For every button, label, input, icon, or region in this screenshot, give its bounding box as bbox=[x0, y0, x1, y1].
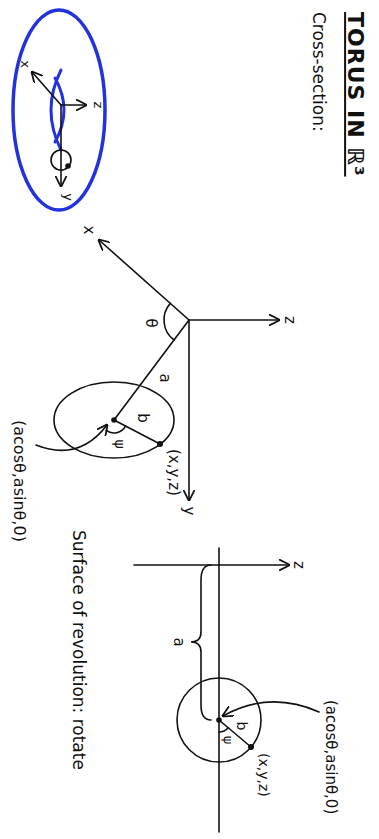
axis-label: x bbox=[18, 60, 32, 68]
axis-label: y bbox=[181, 507, 198, 516]
title: TORUS IN ℝ³ bbox=[343, 12, 367, 177]
point-label: (acosθ,asinθ,0) bbox=[323, 700, 340, 814]
point-label: (x,y,z) bbox=[255, 753, 270, 797]
length-label: b bbox=[135, 413, 152, 423]
point-label: (x,y,z) bbox=[166, 449, 183, 496]
length-label: a bbox=[157, 373, 174, 382]
note: Surface of revolution: rotate bbox=[70, 530, 89, 770]
angle-label: ψ bbox=[221, 736, 235, 745]
cross-section-figure bbox=[134, 548, 319, 832]
axes-figure bbox=[36, 240, 279, 500]
section-heading: Cross-section: bbox=[310, 12, 329, 132]
angle-label: ψ bbox=[111, 439, 126, 448]
axis-label: z bbox=[291, 561, 308, 569]
axis-label: x bbox=[81, 226, 98, 235]
angle-label: θ bbox=[143, 318, 160, 327]
axis-label: z bbox=[282, 316, 299, 324]
axis-label: z bbox=[91, 102, 105, 109]
axis-label: y bbox=[61, 193, 75, 201]
length-label: b bbox=[233, 722, 248, 731]
length-label: a bbox=[171, 637, 188, 646]
torus-sketch bbox=[13, 10, 105, 210]
point-label: (acosθ,asinθ,0) bbox=[10, 420, 28, 542]
